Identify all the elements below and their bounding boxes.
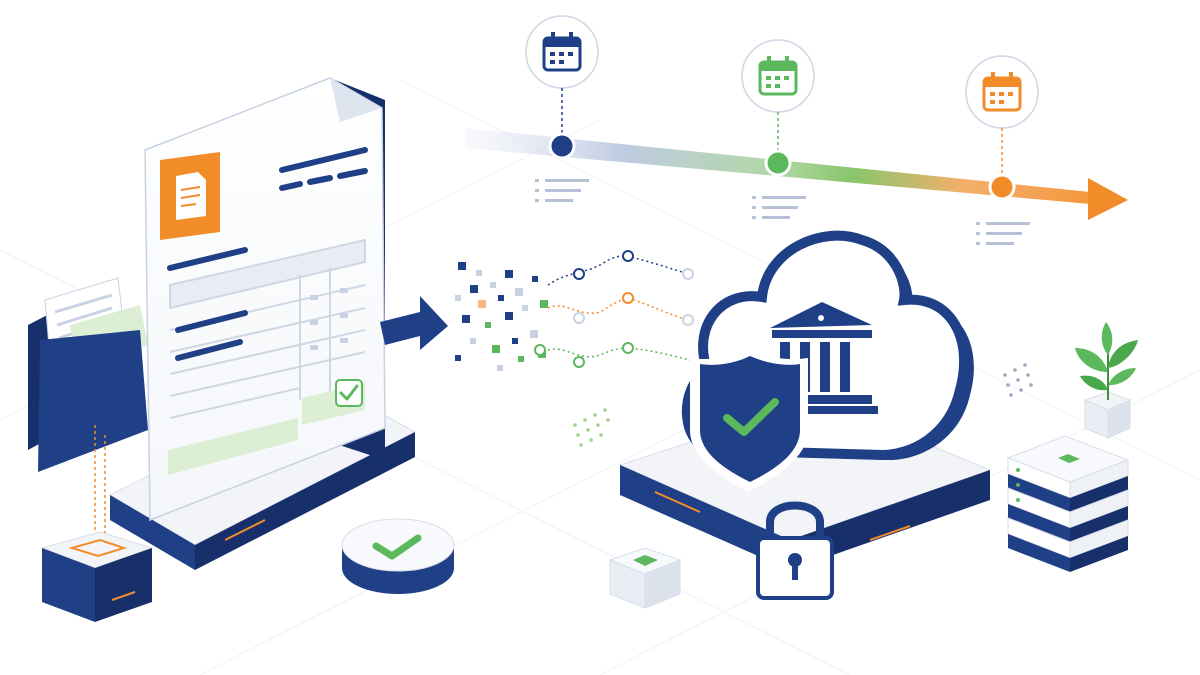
document-header-lines xyxy=(167,147,368,271)
document-total-row xyxy=(168,418,298,475)
server-stack-icon xyxy=(1006,435,1130,572)
padlock-icon xyxy=(756,501,834,600)
dot-grid xyxy=(1003,363,1033,397)
check-icon xyxy=(372,534,422,560)
potted-plant-icon xyxy=(1075,322,1138,439)
data-particles xyxy=(455,262,548,371)
dot-grid xyxy=(573,408,610,447)
document-table xyxy=(169,238,366,419)
data-connections xyxy=(534,250,694,368)
calendar-icon xyxy=(758,56,798,96)
arrow-right-icon xyxy=(380,296,448,350)
check-icon xyxy=(335,379,363,407)
document-icon xyxy=(160,152,220,240)
check-badge xyxy=(341,518,455,594)
folder-icon[interactable] xyxy=(28,277,148,472)
data-node-box xyxy=(608,547,682,609)
arrow-right-icon xyxy=(1088,178,1128,220)
timeline-milestone-1[interactable] xyxy=(525,15,599,202)
data-node-box xyxy=(40,425,154,622)
timeline-milestone-3[interactable] xyxy=(965,55,1039,245)
timeline xyxy=(465,15,1128,245)
calendar-icon xyxy=(542,32,582,72)
document[interactable] xyxy=(144,77,386,522)
timeline-milestone-2[interactable] xyxy=(741,39,815,219)
calendar-icon xyxy=(982,72,1022,112)
shield-check-icon xyxy=(690,350,808,492)
